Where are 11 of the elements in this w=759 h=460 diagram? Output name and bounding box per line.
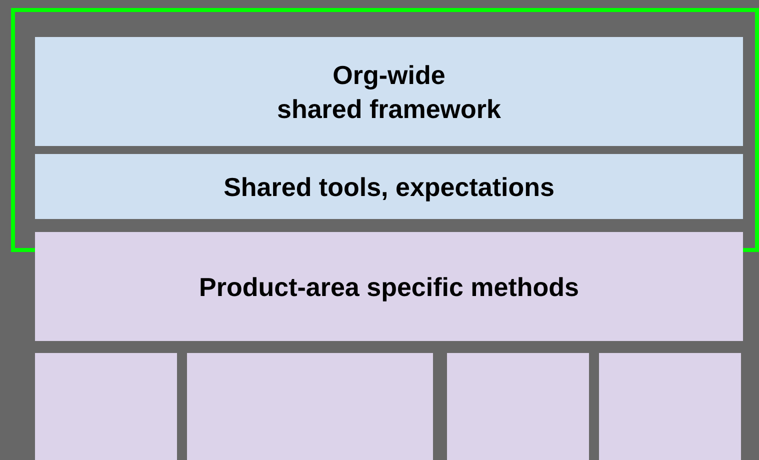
empty-block <box>187 353 433 460</box>
layer-box <box>35 232 743 341</box>
highlight-frame <box>11 8 759 252</box>
empty-block <box>599 353 741 460</box>
empty-block <box>447 353 589 460</box>
empty-block <box>35 353 177 460</box>
layer-label: Org-wide shared framework <box>277 58 501 126</box>
layer-label: Product-area specific methods <box>199 270 579 304</box>
layer-box <box>35 37 743 146</box>
layer-label: Shared tools, expectations <box>224 170 554 204</box>
layer-box <box>35 154 743 219</box>
